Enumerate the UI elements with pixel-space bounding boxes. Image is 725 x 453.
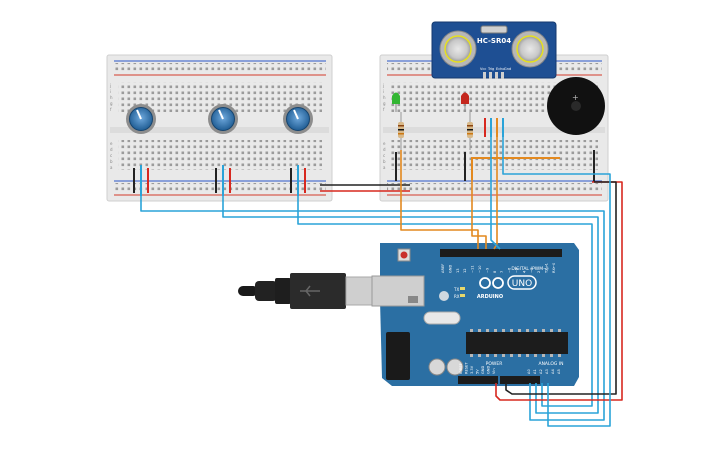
- buzzer[interactable]: +: [547, 77, 605, 135]
- resistor-1[interactable]: [398, 112, 404, 150]
- svg-text:+: +: [572, 93, 579, 102]
- power-header-label: POWER: [486, 361, 503, 367]
- power-pin-label: GND: [487, 366, 491, 374]
- wire-blue-buzzer: [490, 137, 501, 250]
- rx-label: RX: [454, 294, 460, 299]
- wire-orange-led1: [400, 150, 479, 249]
- analog-pin-label: A0: [527, 369, 531, 374]
- row-label: b: [383, 159, 386, 164]
- power-pin-label: 5V: [476, 369, 480, 374]
- resistor-2[interactable]: [467, 112, 473, 150]
- sensor-jumpers[interactable]: [484, 118, 504, 137]
- digital-pin-label: 12: [463, 268, 467, 273]
- row-label: j: [109, 83, 111, 88]
- wire-blue-pot3-a2: [297, 196, 593, 407]
- power-pin-label: 3.3V: [470, 365, 474, 374]
- usb-cable[interactable]: [238, 273, 373, 309]
- power-pin-label: IOREF: [459, 363, 463, 374]
- digital-pin-label: 8: [493, 270, 497, 273]
- row-label: b: [110, 159, 113, 164]
- sensor-pin-label: Echo: [496, 67, 505, 71]
- right-board-jumpers[interactable]: [395, 150, 595, 182]
- sensor-pin-label: Trig: [487, 67, 494, 71]
- potentiometer-2[interactable]: [208, 104, 238, 134]
- digital-pin-label: 2: [537, 271, 541, 273]
- row-label: d: [110, 147, 113, 152]
- row-label: c: [383, 153, 385, 158]
- row-label: i: [383, 89, 384, 94]
- analog-header-label: ANALOG IN: [538, 361, 563, 367]
- row-label: a: [383, 165, 386, 170]
- tx-label: TX: [453, 287, 459, 292]
- wire-orange-trig: [493, 137, 498, 250]
- row-label: f: [110, 107, 112, 112]
- wire-blue-pot1-a0: [140, 196, 605, 421]
- analog-pin-label: A4: [551, 369, 555, 374]
- sensor-label: HC-SR04: [477, 37, 511, 45]
- wire-red-5v: [495, 181, 623, 401]
- digital-pin-label: 7: [500, 271, 504, 273]
- digital-pin-label: 13: [456, 268, 460, 273]
- potentiometer-1[interactable]: [126, 104, 156, 134]
- power-pin-label: Vin: [492, 368, 496, 374]
- led-red[interactable]: [461, 92, 469, 113]
- row-label: c: [110, 153, 112, 158]
- wire-orange-led2: [471, 180, 487, 249]
- analog-pin-label: A2: [539, 369, 543, 374]
- arduino-model-label: UNO: [512, 279, 532, 289]
- digital-pin-label: RX←0: [552, 262, 556, 273]
- wires[interactable]: [140, 137, 623, 427]
- digital-pin-label: ~3: [530, 268, 534, 273]
- digital-pin-label: TX→1: [545, 263, 549, 274]
- sensor-pin-label: Vcc: [480, 67, 486, 71]
- row-label: h: [383, 95, 386, 100]
- row-label: i: [110, 89, 111, 94]
- analog-pin-label: A3: [545, 369, 549, 374]
- digital-pin-label: ~10: [478, 265, 482, 273]
- arduino-brand-label: ARDUINO: [477, 294, 503, 300]
- digital-pin-label: GND: [448, 265, 452, 273]
- sensor-pin-label: Gnd: [504, 67, 511, 71]
- digital-pin-label: ~11: [471, 265, 475, 273]
- row-label: f: [383, 107, 385, 112]
- power-pin-label: GND: [481, 366, 485, 374]
- row-label: h: [110, 95, 113, 100]
- digital-pin-label: AREF: [441, 264, 445, 273]
- row-label: g: [383, 101, 386, 106]
- potentiometer-3[interactable]: [283, 104, 313, 134]
- row-label: a: [110, 165, 113, 170]
- digital-pin-label: ~5: [515, 268, 519, 273]
- digital-pin-label: ~9: [485, 267, 489, 273]
- ultrasonic-sensor[interactable]: HC-SR04 Vcc Trig Echo Gnd: [431, 21, 557, 79]
- row-label: j: [382, 83, 384, 88]
- wire-blue-pot2-a1: [222, 196, 599, 414]
- arduino-board[interactable]: UNO ARDUINO DIGITAL (PWM~) ANALOG IN POW…: [371, 243, 579, 386]
- row-label: g: [110, 101, 113, 106]
- power-pin-label: RESET: [465, 362, 469, 374]
- row-label: d: [383, 147, 386, 152]
- row-label: e: [110, 141, 113, 146]
- digital-pin-label: 4: [522, 270, 526, 273]
- digital-header-label: DIGITAL (PWM~): [511, 266, 549, 272]
- analog-pin-label: A1: [533, 369, 537, 374]
- analog-pin-label: A5: [557, 369, 561, 374]
- wire-black-gnd: [505, 181, 617, 395]
- led-green[interactable]: [392, 92, 400, 113]
- left-board-jumpers[interactable]: [133, 165, 306, 196]
- digital-pin-label: ~6: [508, 267, 512, 273]
- wire-blue-echo-a3: [502, 137, 611, 427]
- row-label: e: [383, 141, 386, 146]
